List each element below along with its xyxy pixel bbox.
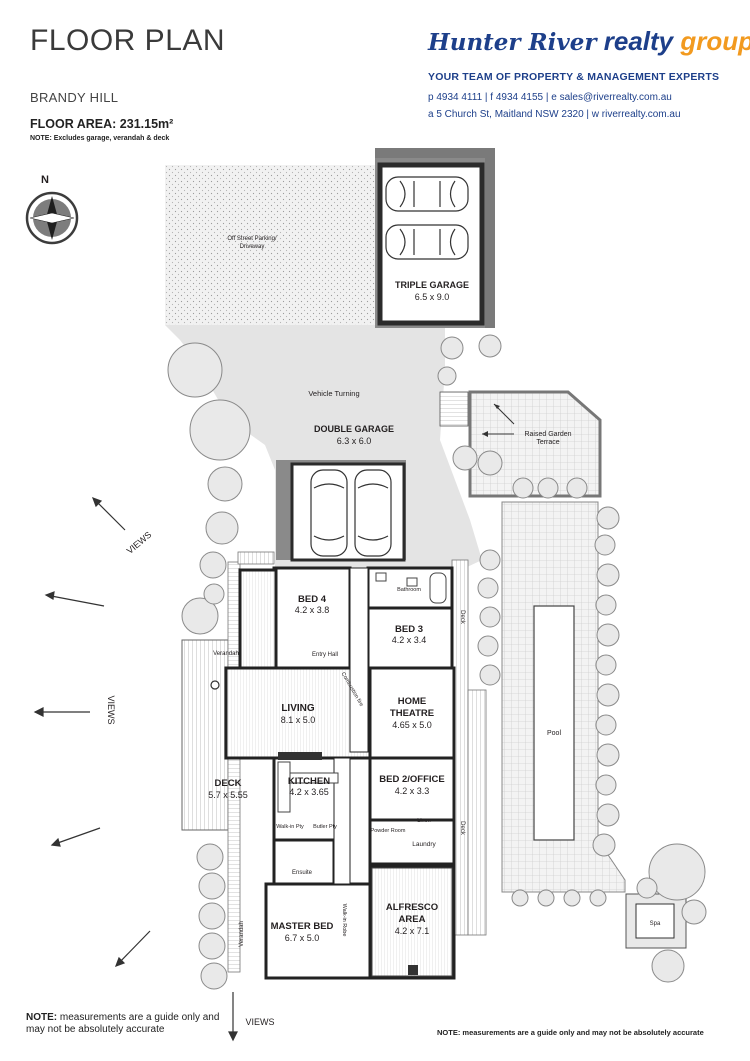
suburb-label: BRANDY HILL [30,90,119,105]
compass-icon: N [25,174,79,245]
master-bed [264,882,372,980]
butler-pantry-label: Butler Pty [313,824,337,830]
disclaimer-left-bold: NOTE: [26,1012,58,1023]
views-label-3: VIEWS [245,1017,274,1027]
car-icon [385,224,469,260]
laundry [368,818,456,866]
powder-room-label: Powder Room [371,828,406,834]
disclaimer-left: NOTE: measurements are a guide only and … [26,1012,226,1036]
driveway-label: Off Street Parking/ [227,236,277,242]
linen-label: Linen [417,818,430,824]
bed4-name: BED 4 [298,594,327,605]
deck-label-right: Deck [459,610,465,625]
bed2-room [368,756,456,822]
spa-label: Spa [650,921,661,927]
bathroom-label: Bathroom [397,587,421,593]
floor-area-note: NOTE: Excludes garage, verandah & deck [30,135,170,142]
kitchen-name: KITCHEN [288,776,330,787]
car-icon [354,469,392,557]
raised-garden-label-2: Terrace [536,439,559,446]
deck-left [181,639,229,831]
verandah-label-2: Verandah [239,921,245,947]
disclaimer-left-text: measurements are a guide only and may no… [26,1012,220,1035]
bed3-name: BED 3 [395,624,423,635]
car-icon [385,176,469,212]
vehicle-turning-label: Vehicle Turning [308,389,359,398]
home-theatre-name: HOME [398,696,427,707]
bed4-dims: 4.2 x 3.8 [295,605,330,615]
pool-label: Pool [547,730,561,737]
deck-name: DECK [215,778,242,789]
home-theatre-name-2: THEATRE [390,708,434,719]
agency-name-part3: group [680,26,750,56]
driveway-area [165,165,375,325]
bed2-dims: 4.2 x 3.3 [395,786,430,796]
master-bed-name: MASTER BED [271,921,334,932]
agency-contact-address: a 5 Church St, Maitland NSW 2320 | w riv… [428,109,681,120]
home-theatre [368,666,456,760]
laundry-label: Laundry [412,841,436,848]
home-theatre-dims: 4.65 x 5.0 [392,720,432,730]
agency-logo: Hunter River realty group [428,26,750,57]
kitchen-dims: 4.2 x 3.65 [289,787,329,797]
bed2-name: BED 2/OFFICE [379,774,444,785]
verandah-label: Verandah [213,651,239,657]
master-bed-dims: 6.7 x 5.0 [285,933,320,943]
ensuite [272,838,336,886]
car-icon [310,469,348,557]
alfresco-name-2: AREA [399,914,426,925]
ensuite-label: Ensuite [292,870,313,876]
deck-label-right-2: Deck [459,821,465,836]
agency-tagline: YOUR TEAM OF PROPERTY & MANAGEMENT EXPER… [428,71,720,83]
disclaimer-right: NOTE: measurements are a guide only and … [437,1028,704,1037]
page-title: FLOOR PLAN [30,24,226,57]
raised-garden-label: Raised Garden [524,431,571,438]
triple-garage-dims: 6.5 x 9.0 [415,292,450,302]
views-arrows [33,496,238,1042]
driveway-label-2: Driveway [240,244,265,250]
deck-dims: 5.7 x 5.55 [208,790,248,800]
living-dims: 8.1 x 5.0 [281,715,316,725]
views-label: VIEWS [125,530,154,556]
pool [533,605,575,841]
alfresco-dims: 4.2 x 7.1 [395,926,430,936]
double-garage-dims: 6.3 x 6.0 [337,436,372,446]
agency-contact-phone: p 4934 4111 | f 4934 4155 | e sales@rive… [428,92,672,103]
bed3-dims: 4.2 x 3.4 [392,635,427,645]
walkin-robe-label: Walk-in Robe [341,904,347,937]
agency-name-part1: Hunter River [428,29,597,56]
floor-area: FLOOR AREA: 231.15m² [30,117,174,131]
alfresco-name: ALFRESCO [386,902,438,913]
views-label-2: VIEWS [106,695,116,724]
triple-garage-name: TRIPLE GARAGE [395,280,469,290]
walkin-pantry-label: Walk-in Pty [276,824,304,830]
agency-name-part2: realty [603,26,674,56]
compass-north-label: N [41,174,49,186]
double-garage-name: DOUBLE GARAGE [314,424,394,434]
landscaping [167,334,707,990]
living-name: LIVING [281,703,315,714]
entry-hall-label: Entry Hall [312,652,338,658]
